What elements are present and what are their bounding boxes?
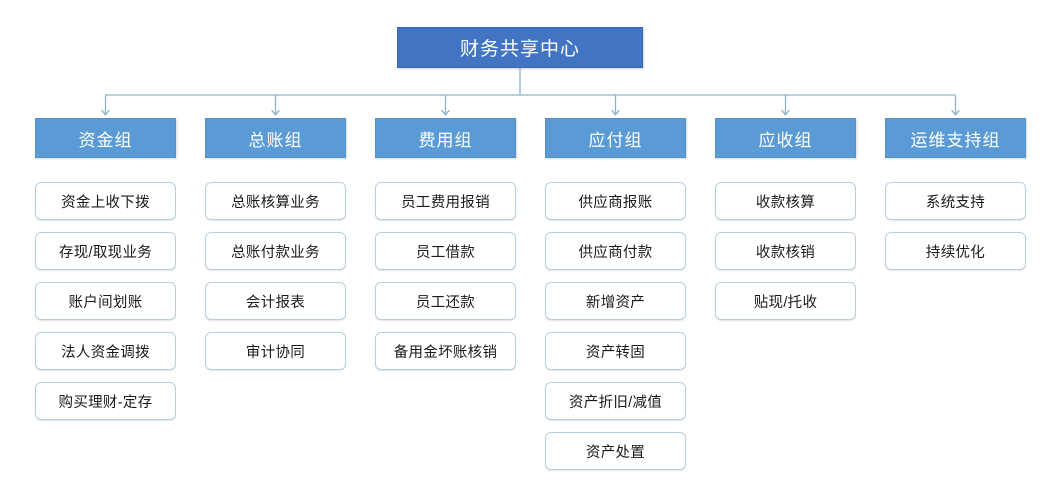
leaf-node[interactable]: 收款核算 bbox=[715, 182, 856, 220]
group-header-zijinzu[interactable]: 资金组 bbox=[35, 118, 176, 158]
leaf-node[interactable]: 贴现/托收 bbox=[715, 282, 856, 320]
leaf-node[interactable]: 资金上收下拨 bbox=[35, 182, 176, 220]
leaf-list-zongzhangzu: 总账核算业务 总账付款业务 会计报表 审计协同 bbox=[205, 182, 346, 370]
leaf-node[interactable]: 备用金坏账核销 bbox=[375, 332, 516, 370]
leaf-node[interactable]: 账户间划账 bbox=[35, 282, 176, 320]
leaf-node-label: 总账付款业务 bbox=[231, 244, 320, 261]
leaf-node-label: 员工费用报销 bbox=[401, 194, 490, 211]
leaf-node[interactable]: 资产处置 bbox=[545, 432, 686, 470]
leaf-node-label: 贴现/托收 bbox=[753, 294, 818, 311]
group-header-label: 费用组 bbox=[418, 130, 473, 150]
group-header-feiyongzu[interactable]: 费用组 bbox=[375, 118, 516, 158]
leaf-node-label: 收款核算 bbox=[755, 194, 816, 211]
leaf-node-label: 员工还款 bbox=[415, 294, 476, 311]
group-header-yunweizhichizu[interactable]: 运维支持组 bbox=[885, 118, 1026, 158]
root-node-finance-shared-center[interactable]: 财务共享中心 bbox=[397, 27, 643, 68]
leaf-node[interactable]: 新增资产 bbox=[545, 282, 686, 320]
leaf-node-label: 法人资金调拨 bbox=[61, 344, 150, 361]
leaf-node[interactable]: 收款核销 bbox=[715, 232, 856, 270]
leaf-list-feiyongzu: 员工费用报销 员工借款 员工还款 备用金坏账核销 bbox=[375, 182, 516, 370]
leaf-node[interactable]: 员工还款 bbox=[375, 282, 516, 320]
leaf-node-label: 供应商报账 bbox=[578, 194, 653, 211]
column-zijinzu: 资金组 资金上收下拨 存现/取现业务 账户间划账 法人资金调拨 购买理财-定存 bbox=[35, 118, 176, 420]
leaf-node-label: 资金上收下拨 bbox=[61, 194, 150, 211]
leaf-node-label: 总账核算业务 bbox=[231, 194, 320, 211]
leaf-node-label: 会计报表 bbox=[245, 294, 306, 311]
leaf-node[interactable]: 资产转固 bbox=[545, 332, 686, 370]
column-zongzhangzu: 总账组 总账核算业务 总账付款业务 会计报表 审计协同 bbox=[205, 118, 346, 370]
root-node-label: 财务共享中心 bbox=[459, 39, 580, 60]
group-header-label: 总账组 bbox=[248, 130, 303, 150]
leaf-node-label: 新增资产 bbox=[585, 294, 646, 311]
leaf-node-label: 资产转固 bbox=[585, 344, 646, 361]
leaf-node-label: 账户间划账 bbox=[68, 294, 143, 311]
leaf-node-label: 供应商付款 bbox=[578, 244, 653, 261]
column-yingfuzu: 应付组 供应商报账 供应商付款 新增资产 资产转固 资产折旧/减值 资产处置 bbox=[545, 118, 686, 470]
leaf-node[interactable]: 总账付款业务 bbox=[205, 232, 346, 270]
leaf-list-yingshouzu: 收款核算 收款核销 贴现/托收 bbox=[715, 182, 856, 320]
leaf-node-label: 购买理财-定存 bbox=[58, 394, 153, 411]
column-yingshouzu: 应收组 收款核算 收款核销 贴现/托收 bbox=[715, 118, 856, 320]
leaf-node[interactable]: 法人资金调拨 bbox=[35, 332, 176, 370]
leaf-node[interactable]: 购买理财-定存 bbox=[35, 382, 176, 420]
leaf-node-label: 员工借款 bbox=[415, 244, 476, 261]
group-header-zongzhangzu[interactable]: 总账组 bbox=[205, 118, 346, 158]
leaf-node[interactable]: 存现/取现业务 bbox=[35, 232, 176, 270]
leaf-node[interactable]: 员工借款 bbox=[375, 232, 516, 270]
leaf-node-label: 存现/取现业务 bbox=[58, 244, 153, 261]
leaf-node[interactable]: 供应商付款 bbox=[545, 232, 686, 270]
leaf-node-label: 收款核销 bbox=[755, 244, 816, 261]
leaf-node-label: 备用金坏账核销 bbox=[393, 344, 498, 361]
leaf-node[interactable]: 会计报表 bbox=[205, 282, 346, 320]
leaf-node[interactable]: 供应商报账 bbox=[545, 182, 686, 220]
leaf-node[interactable]: 资产折旧/减值 bbox=[545, 382, 686, 420]
leaf-node-label: 审计协同 bbox=[245, 344, 306, 361]
column-feiyongzu: 费用组 员工费用报销 员工借款 员工还款 备用金坏账核销 bbox=[375, 118, 516, 370]
group-header-label: 应收组 bbox=[758, 130, 813, 150]
leaf-node[interactable]: 系统支持 bbox=[885, 182, 1026, 220]
leaf-node[interactable]: 总账核算业务 bbox=[205, 182, 346, 220]
column-yunweizhichizu: 运维支持组 系统支持 持续优化 bbox=[885, 118, 1026, 270]
leaf-list-yingfuzu: 供应商报账 供应商付款 新增资产 资产转固 资产折旧/减值 资产处置 bbox=[545, 182, 686, 470]
group-header-label: 运维支持组 bbox=[910, 130, 1001, 150]
leaf-list-yunweizhichizu: 系统支持 持续优化 bbox=[885, 182, 1026, 270]
leaf-node-label: 系统支持 bbox=[925, 194, 986, 211]
leaf-node-label: 持续优化 bbox=[925, 244, 986, 261]
group-header-label: 应付组 bbox=[588, 130, 643, 150]
leaf-list-zijinzu: 资金上收下拨 存现/取现业务 账户间划账 法人资金调拨 购买理财-定存 bbox=[35, 182, 176, 420]
leaf-node[interactable]: 审计协同 bbox=[205, 332, 346, 370]
group-header-yingshouzu[interactable]: 应收组 bbox=[715, 118, 856, 158]
leaf-node-label: 资产折旧/减值 bbox=[568, 394, 663, 411]
leaf-node-label: 资产处置 bbox=[585, 444, 646, 461]
leaf-node[interactable]: 持续优化 bbox=[885, 232, 1026, 270]
group-header-yingfuzu[interactable]: 应付组 bbox=[545, 118, 686, 158]
group-header-label: 资金组 bbox=[78, 130, 133, 150]
leaf-node[interactable]: 员工费用报销 bbox=[375, 182, 516, 220]
